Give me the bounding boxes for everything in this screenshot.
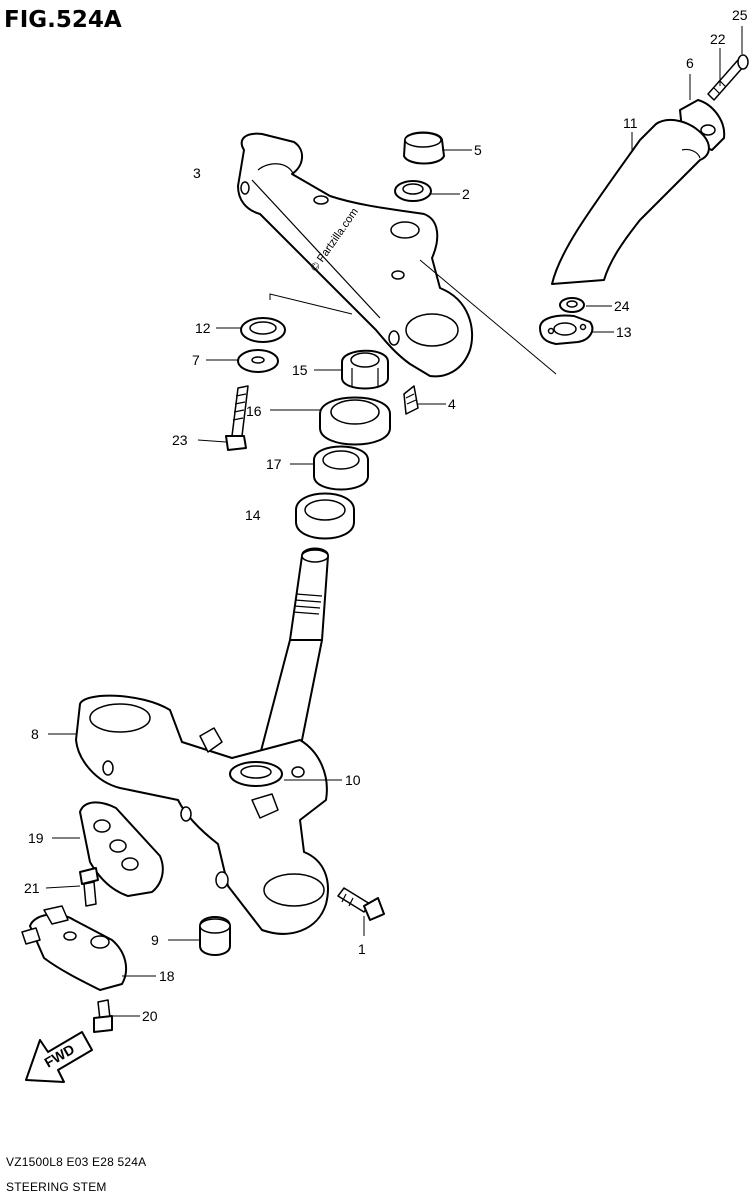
handlebar-holder-part-11[interactable] xyxy=(551,119,710,285)
callout-8[interactable]: 8 xyxy=(31,726,39,742)
bearing-part-14[interactable] xyxy=(295,492,355,540)
callout-2[interactable]: 2 xyxy=(462,186,470,202)
callout-19[interactable]: 19 xyxy=(28,830,44,846)
bolt-part-23[interactable] xyxy=(225,385,249,451)
callout-14[interactable]: 14 xyxy=(245,507,261,523)
dust-seal-part-16[interactable] xyxy=(319,396,391,446)
figure-title: FIG.524A xyxy=(4,7,122,33)
bracket-part-19[interactable] xyxy=(79,801,164,897)
callout-7[interactable]: 7 xyxy=(192,352,200,368)
callout-5[interactable]: 5 xyxy=(474,142,482,158)
callout-13[interactable]: 13 xyxy=(616,324,632,340)
callout-3[interactable]: 3 xyxy=(193,165,201,181)
collar-part-9[interactable] xyxy=(199,916,231,956)
steering-stem-shaft[interactable] xyxy=(255,547,329,771)
callout-16[interactable]: 16 xyxy=(246,403,262,419)
callout-1[interactable]: 1 xyxy=(358,941,366,957)
callout-18[interactable]: 18 xyxy=(159,968,175,984)
fwd-arrow-icon: FWD xyxy=(25,1031,93,1083)
callout-25[interactable]: 25 xyxy=(732,7,748,23)
washer-part-2[interactable] xyxy=(394,180,432,202)
bolt-part-4[interactable] xyxy=(403,385,419,415)
callout-4[interactable]: 4 xyxy=(448,396,456,412)
seal-part-12[interactable] xyxy=(240,317,286,343)
callout-10[interactable]: 10 xyxy=(345,772,361,788)
plate-part-13[interactable] xyxy=(539,314,594,345)
bolt-part-20[interactable] xyxy=(93,999,113,1033)
bolt-part-1[interactable] xyxy=(337,887,385,921)
bolt-part-21[interactable] xyxy=(79,867,99,907)
leader-lines xyxy=(45,26,743,1017)
callout-17[interactable]: 17 xyxy=(266,456,282,472)
callout-11[interactable]: 11 xyxy=(623,115,638,131)
washer-part-24[interactable] xyxy=(559,297,585,313)
callout-15[interactable]: 15 xyxy=(292,362,308,378)
callout-6[interactable]: 6 xyxy=(686,55,694,71)
callout-20[interactable]: 20 xyxy=(142,1008,158,1024)
figure-caption: STEERING STEM xyxy=(6,1180,107,1194)
washer-part-25[interactable] xyxy=(737,54,749,70)
washer-part-10[interactable] xyxy=(229,761,283,787)
callout-21[interactable]: 21 xyxy=(24,880,40,896)
callout-12[interactable]: 12 xyxy=(195,320,211,336)
bearing-part-17[interactable] xyxy=(313,445,369,491)
callout-9[interactable]: 9 xyxy=(151,932,159,948)
model-code: VZ1500L8 E03 E28 524A xyxy=(6,1155,146,1169)
lower-bracket[interactable] xyxy=(75,694,329,935)
bracket-assembly-part-18[interactable] xyxy=(21,905,128,991)
cap-part-5[interactable] xyxy=(403,131,445,165)
washer-part-7[interactable] xyxy=(237,349,279,373)
upper-bracket[interactable] xyxy=(237,132,474,378)
callout-23[interactable]: 23 xyxy=(172,432,188,448)
callout-22[interactable]: 22 xyxy=(710,31,726,47)
callout-24[interactable]: 24 xyxy=(614,298,630,314)
steering-nut-part-15[interactable] xyxy=(341,349,389,390)
